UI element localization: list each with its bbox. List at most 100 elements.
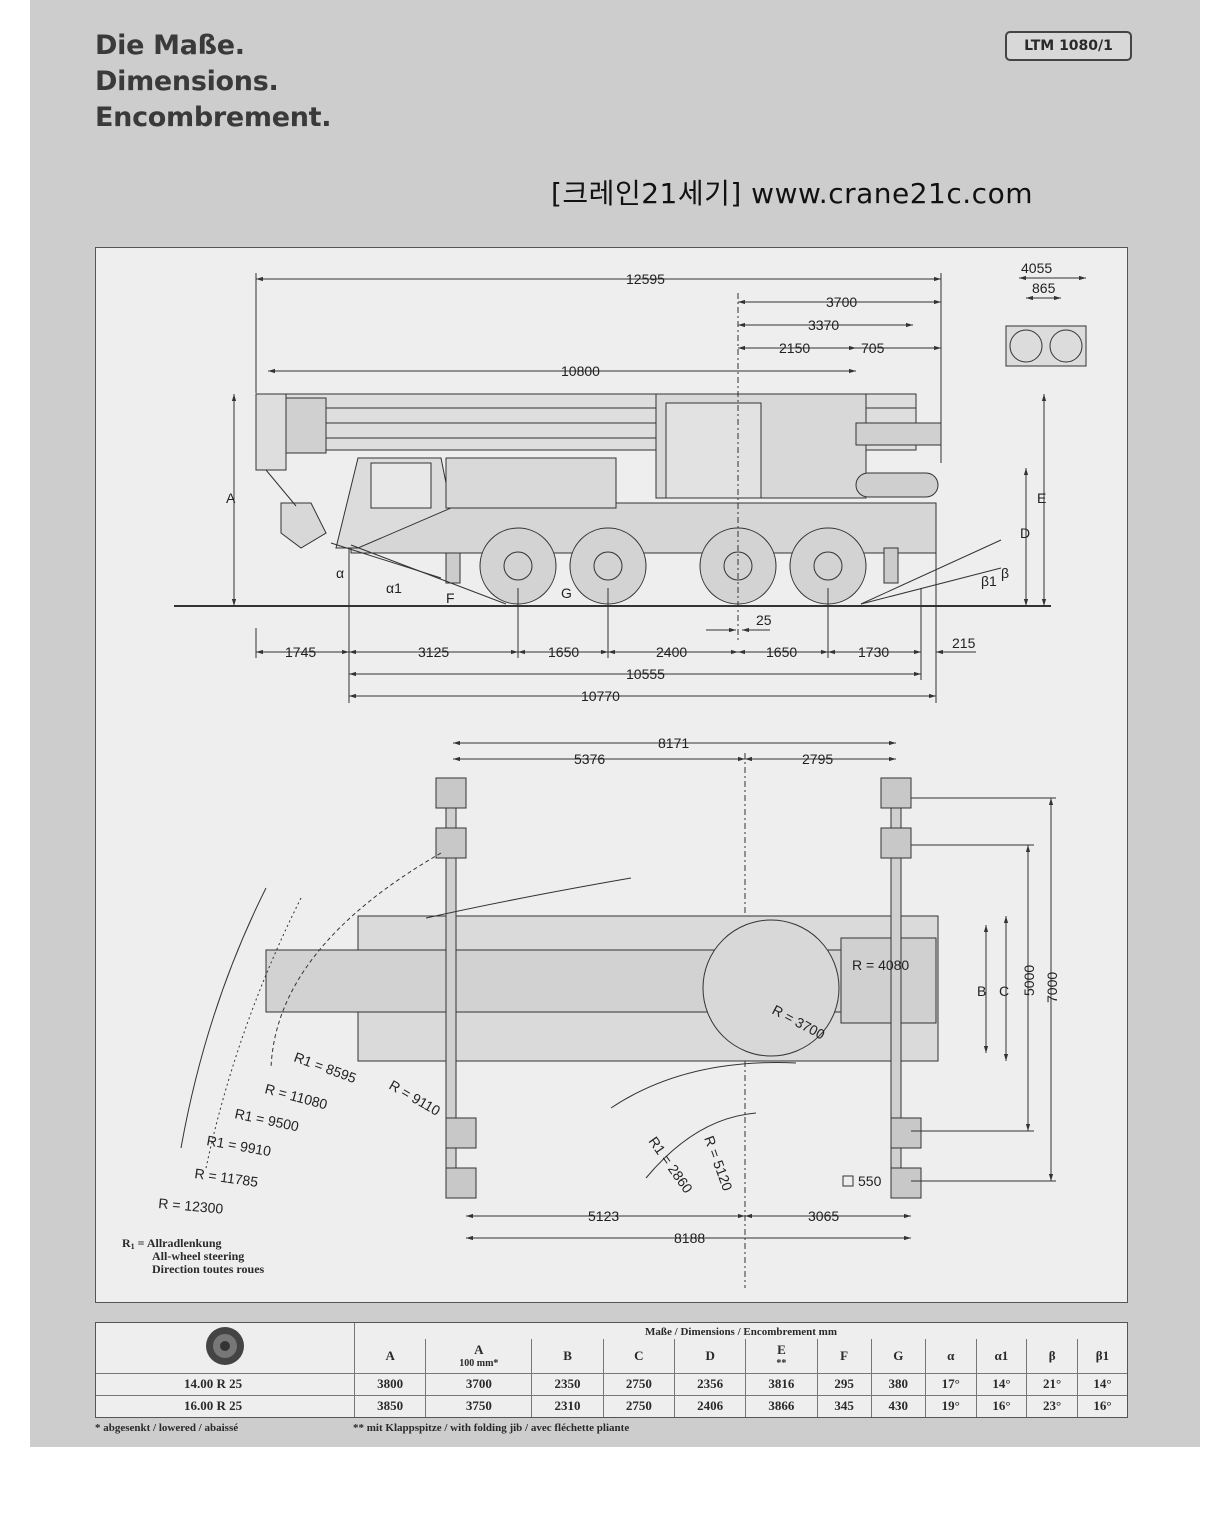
dim-1730: 1730	[858, 644, 889, 660]
col-beta: β	[1026, 1339, 1078, 1373]
wheel	[789, 527, 867, 605]
dim-215: 215	[952, 635, 976, 651]
dim-10770: 10770	[581, 688, 620, 704]
col-D: D	[673, 1339, 746, 1373]
cell: 17°	[924, 1372, 977, 1396]
letter-G: G	[561, 585, 572, 601]
footnote-lowered: * abgesenkt / lowered / abaissé	[95, 1422, 239, 1434]
dim-8171: 8171	[658, 735, 689, 751]
legend: R1 = Allradlenkung All-wheel steering Di…	[122, 1236, 265, 1276]
dim-25: 25	[756, 612, 772, 628]
col-F: F	[816, 1339, 872, 1373]
legend-r: R	[122, 1236, 131, 1250]
col-alpha: α	[924, 1339, 977, 1373]
table-row: 16.00 R 25 3850 3750 2310 2750 2406 3866…	[96, 1394, 1127, 1417]
footnote-folding-jib: ** mit Klappspitze / with folding jib / …	[353, 1422, 630, 1434]
outrigger-pad	[880, 827, 912, 859]
cell: 3816	[745, 1372, 818, 1396]
dim-5000: 5000	[1021, 965, 1037, 996]
letter-A: A	[226, 490, 236, 506]
radius-9500: R1 = 9500	[233, 1105, 300, 1134]
cell: 2406	[673, 1394, 746, 1417]
col-G: G	[870, 1339, 926, 1373]
cell: 14°	[975, 1372, 1027, 1396]
counterweight	[855, 472, 939, 498]
dim-3370: 3370	[808, 317, 839, 333]
cell: 345	[816, 1394, 872, 1417]
cell: 14°	[1076, 1372, 1127, 1396]
dim-5376: 5376	[574, 751, 605, 767]
tyre-icon	[206, 1326, 244, 1365]
col-B: B	[531, 1339, 604, 1373]
cell: 16°	[975, 1394, 1027, 1417]
table-caption: Maße / Dimensions / Encombrement mm	[354, 1323, 1127, 1339]
tyre-size: 14.00 R 25	[96, 1372, 355, 1396]
dim-5123: 5123	[588, 1208, 619, 1224]
cell: 21°	[1026, 1372, 1078, 1396]
watermark-text: [크레인21세기] www.crane21c.com	[551, 177, 1033, 210]
col-C: C	[602, 1339, 675, 1373]
cell: 2750	[602, 1394, 675, 1417]
rear-view-inset	[1005, 325, 1087, 367]
legend-english: All-wheel steering	[152, 1249, 244, 1263]
cell: 3866	[745, 1394, 818, 1417]
letter-E: E	[1037, 490, 1046, 506]
svg-text:R1 = Allradlenkung: R1 = Allradlenkung	[122, 1236, 222, 1251]
cell: 3800	[353, 1372, 426, 1396]
dim-7000: 7000	[1044, 972, 1060, 1003]
dim-10555: 10555	[626, 666, 665, 682]
wheel	[699, 527, 777, 605]
col-E: E**	[745, 1339, 818, 1373]
legend-r-sub: 1	[131, 1242, 135, 1251]
outrigger-pad	[435, 777, 467, 809]
dim-3700: 3700	[826, 294, 857, 310]
radius-11080: R = 11080	[263, 1080, 329, 1112]
dimension-drawing: 12595 3700 3370 2150 705 10800 4055 865 …	[95, 247, 1128, 1303]
legend-french: Direction toutes roues	[152, 1262, 265, 1276]
tyre-icon-cell	[96, 1323, 355, 1373]
cell: 19°	[924, 1394, 977, 1417]
radius-2860: R1 = 2860	[646, 1134, 697, 1197]
radius-12300: R = 12300	[158, 1195, 224, 1217]
cell: 16°	[1076, 1394, 1127, 1417]
radius-4080: R = 4080	[852, 957, 909, 973]
cell: 380	[870, 1372, 926, 1396]
dim-4055: 4055	[1021, 260, 1052, 276]
cell: 2350	[531, 1372, 604, 1396]
radius-9910: R1 = 9910	[205, 1132, 272, 1159]
outrigger-pad	[890, 1117, 922, 1149]
letter-B: B	[977, 983, 986, 999]
letter-F: F	[446, 590, 455, 606]
letter-alpha1: α1	[386, 580, 402, 596]
outrigger-pad	[445, 1117, 477, 1149]
letter-beta: β	[1001, 565, 1009, 581]
dim-2150: 2150	[779, 340, 810, 356]
cell: 23°	[1026, 1394, 1078, 1417]
model-badge: LTM 1080/1	[1005, 31, 1132, 61]
outrigger-pad	[880, 777, 912, 809]
legend-german: = Allradlenkung	[135, 1236, 222, 1250]
col-beta1: β1	[1076, 1339, 1127, 1373]
dim-1650a: 1650	[548, 644, 579, 660]
cell: 2356	[673, 1372, 746, 1396]
dim-550: 550	[858, 1173, 882, 1189]
dim-3065: 3065	[808, 1208, 839, 1224]
outrigger-pad	[445, 1167, 477, 1199]
cell: 430	[870, 1394, 926, 1417]
letter-C: C	[999, 983, 1009, 999]
dim-1745: 1745	[285, 644, 316, 660]
crane-drawing-svg: 12595 3700 3370 2150 705 10800 4055 865 …	[122, 260, 1087, 1288]
dim-3125: 3125	[418, 644, 449, 660]
crane-cab	[665, 402, 762, 499]
dim-12595: 12595	[626, 271, 665, 287]
dim-2400: 2400	[656, 644, 687, 660]
pad-size-square	[842, 1175, 854, 1187]
col-A: A	[353, 1339, 426, 1373]
col-alpha1: α1	[975, 1339, 1027, 1373]
cell: 2310	[531, 1394, 604, 1417]
heading-german: Die Maße.	[95, 30, 245, 61]
radius-11785: R = 11785	[194, 1165, 260, 1190]
letter-beta1: β1	[981, 573, 997, 589]
